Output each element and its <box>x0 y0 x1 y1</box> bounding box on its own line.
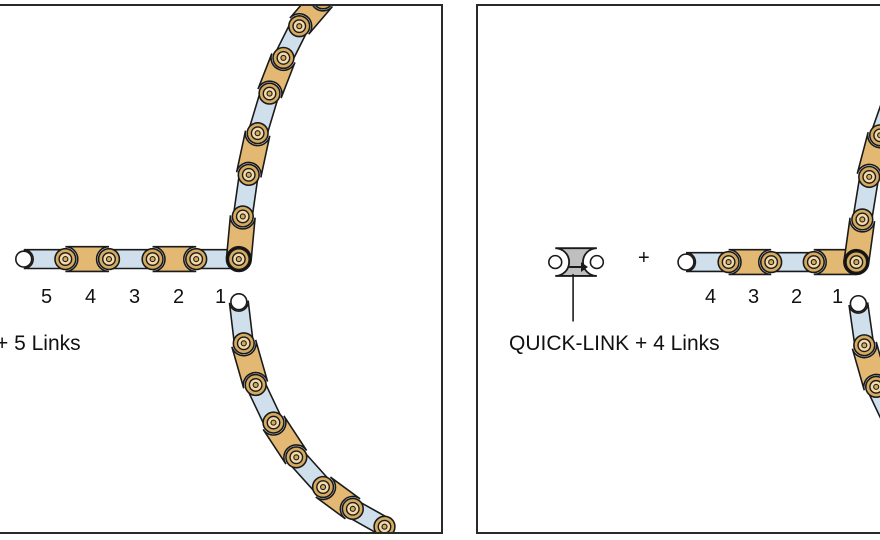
left-lower-chain <box>228 292 396 532</box>
right-lower-chain <box>848 294 880 419</box>
right-upper-chain-roller-pin <box>877 132 880 139</box>
left-lower-chain-roller-pin <box>270 419 277 426</box>
link-number-4: 4 <box>705 286 717 308</box>
left-upper-chain-roller-pin <box>254 130 261 137</box>
left-upper-chain-roller-pin <box>235 256 242 263</box>
left-lower-chain-inner-plate <box>315 476 361 520</box>
quick-link <box>548 247 605 322</box>
right-lower-chain-end-pin <box>849 294 868 313</box>
left-lower-chain-roller-pin <box>293 454 300 461</box>
left-horizontal-chain-roller-pin <box>105 256 113 263</box>
left-horizontal-chain-roller-pin <box>149 256 156 263</box>
link-number-4: 4 <box>85 286 97 308</box>
left-upper-chain-roller-pin <box>296 23 303 30</box>
left-lower-chain-roller-pin <box>381 523 388 530</box>
link-number-1: 1 <box>215 286 227 308</box>
left-panel: 5 4 3 2 1 + 5 Links <box>0 4 443 534</box>
plus-sign: + <box>638 247 650 269</box>
left-lower-chain-roller-pin <box>240 340 247 347</box>
right-lower-chain-inner-plate <box>851 341 880 391</box>
left-horizontal-chain-inner-plate <box>65 245 110 273</box>
right-horizontal-chain-end-pin <box>677 253 695 271</box>
quick-link-pin-left <box>548 254 563 270</box>
link-number-2: 2 <box>173 286 185 308</box>
link-number-3: 3 <box>748 286 760 308</box>
left-upper-chain <box>225 6 334 271</box>
left-lower-chain-roller-pin <box>252 381 259 389</box>
right-upper-chain-roller-pin <box>853 259 860 266</box>
right-panel: + 4 3 2 1 QUICK-LINK + 4 Links <box>476 4 880 534</box>
left-upper-chain-roller-pin <box>239 213 246 220</box>
right-upper-chain-roller-pin <box>859 216 866 223</box>
link-number-1: 1 <box>832 286 844 308</box>
left-lower-chain-end-pin <box>230 292 248 311</box>
left-horizontal-chain-roller-pin <box>193 256 200 263</box>
left-horizontal-chain-roller-pin <box>62 256 69 263</box>
left-upper-chain-inner-plate <box>289 6 334 35</box>
left-lower-chain-roller-pin <box>320 483 327 491</box>
right-upper-chain-inner-plate <box>843 217 876 264</box>
left-horizontal-chain-inner-plate <box>152 245 197 273</box>
quick-link-plate <box>555 247 597 277</box>
left-horizontal-chain-end-pin <box>15 250 33 268</box>
left-lower-chain-roller-pin <box>349 505 356 512</box>
chain-diagram-right <box>548 104 880 419</box>
link-number-3: 3 <box>129 286 141 308</box>
left-upper-chain-inner-plate <box>235 130 271 178</box>
right-upper-chain-roller-pin <box>866 173 873 180</box>
link-number-5: 5 <box>41 286 53 308</box>
link-number-2: 2 <box>791 286 803 308</box>
right-horizontal-chain-roller-pin <box>810 259 817 266</box>
right-horizontal-chain-roller-pin <box>768 259 775 266</box>
right-upper-chain <box>843 104 880 274</box>
left-caption: + 5 Links <box>0 332 81 355</box>
right-lower-chain-roller-pin <box>873 383 880 390</box>
right-horizontal-chain <box>677 248 870 276</box>
right-horizontal-chain-roller-pin <box>725 259 732 266</box>
left-lower-chain-inner-plate <box>262 415 308 465</box>
left-upper-chain-roller-pin <box>280 54 287 61</box>
chain-diagram-left <box>15 6 396 532</box>
quick-link-pin-right <box>589 254 605 270</box>
right-lower-chain-roller-pin <box>861 342 868 349</box>
left-upper-chain-roller <box>314 6 332 10</box>
right-upper-chain-roller-ring <box>873 128 880 143</box>
right-caption: QUICK-LINK + 4 Links <box>509 332 720 355</box>
left-upper-chain-roller-pin <box>245 171 252 178</box>
left-upper-chain-roller-pin <box>266 90 273 97</box>
quick-link-arrow <box>569 262 588 272</box>
left-horizontal-chain <box>15 245 252 273</box>
